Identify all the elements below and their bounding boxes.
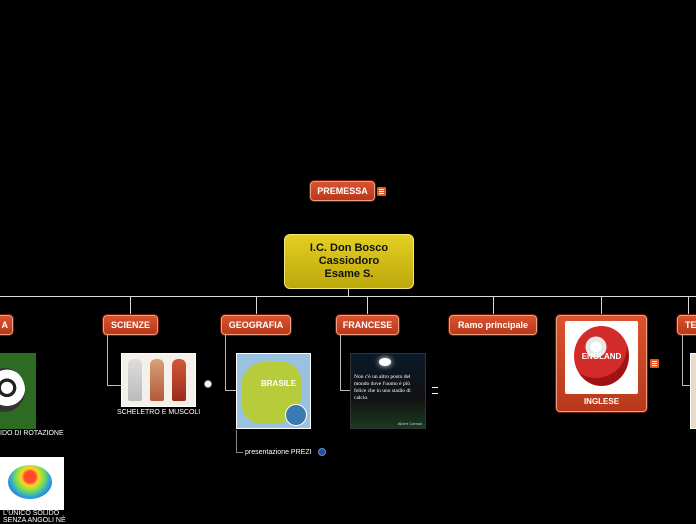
quote-author: Albert Camus xyxy=(397,421,422,426)
muscle-figure xyxy=(150,359,164,401)
topic-francese-label: FRANCESE xyxy=(342,320,393,330)
caption-prezi[interactable]: presentazione PREZI xyxy=(245,449,312,456)
topic-ramo-label: Ramo principale xyxy=(457,320,529,330)
branch-stem xyxy=(130,296,131,315)
root-line-3: Esame S. xyxy=(324,268,374,280)
skeleton-figure xyxy=(128,359,142,401)
topic-matematica-label: A xyxy=(1,320,9,330)
root-connector xyxy=(348,289,349,296)
francese-connector xyxy=(340,335,351,391)
branch-stem xyxy=(688,296,689,315)
football-image xyxy=(0,353,36,429)
branch-stem xyxy=(493,296,494,315)
root-topic[interactable]: I.C. Don Bosco Cassiodoro Esame S. xyxy=(284,234,414,289)
skeleton-image xyxy=(121,353,196,407)
list-icon[interactable] xyxy=(432,387,438,394)
topic-matematica[interactable]: A xyxy=(0,315,13,335)
muscle-figure xyxy=(172,359,186,401)
note-icon[interactable] xyxy=(377,187,386,196)
caption-solido-unico-1: L'UNICO SOLIDO xyxy=(3,510,60,517)
ball-icon xyxy=(574,326,629,386)
topic-inglese[interactable]: ENGLAND INGLESE xyxy=(556,315,647,412)
topic-geografia-label: GEOGRAFIA xyxy=(228,320,284,330)
floodlight xyxy=(379,358,391,366)
topic-geografia[interactable]: GEOGRAFIA xyxy=(221,315,291,335)
globe-icon[interactable] xyxy=(204,380,212,388)
sphere-icon xyxy=(8,465,52,499)
sphere-image xyxy=(0,457,64,510)
main-branch-line xyxy=(0,296,696,297)
topic-ramo-principale[interactable]: Ramo principale xyxy=(449,315,537,335)
topic-premessa-label: PREMESSA xyxy=(317,186,368,196)
brazil-map-image: BRASILE xyxy=(236,353,311,429)
caption-solido-rotazione: IDO DI ROTAZIONE xyxy=(0,430,64,437)
topic-scienze[interactable]: SCIENZE xyxy=(103,315,158,335)
branch-stem xyxy=(256,296,257,315)
topic-francese[interactable]: FRANCESE xyxy=(336,315,399,335)
topic-premessa[interactable]: PREMESSA xyxy=(310,181,375,201)
topic-tecnologia-label: TE xyxy=(685,320,696,330)
note-icon[interactable] xyxy=(650,359,659,368)
root-line-2: Cassiodoro xyxy=(318,255,380,267)
tecnologia-connector xyxy=(682,335,691,386)
branch-stem xyxy=(367,296,368,315)
link-icon[interactable] xyxy=(318,448,326,456)
branch-stem xyxy=(601,296,602,315)
ball-icon xyxy=(0,368,25,412)
topic-tecnologia[interactable]: TE xyxy=(677,315,696,335)
caption-scheletro: SCHELETRO E MUSCOLI xyxy=(117,409,201,416)
england-ball-image: ENGLAND xyxy=(565,321,638,394)
root-line-1: I.C. Don Bosco xyxy=(309,242,389,254)
globe-inset xyxy=(285,404,307,426)
prezi-connector xyxy=(236,430,243,453)
stadium-quote-image: Non c'è un altro posto del mondo dove l'… xyxy=(350,353,426,429)
topic-scienze-label: SCIENZE xyxy=(110,320,150,330)
caption-solido-unico-2: SENZA ANGOLI NÈ xyxy=(3,517,66,524)
geografia-connector xyxy=(225,335,237,391)
tech-image xyxy=(690,353,696,429)
ball-label: ENGLAND xyxy=(581,352,622,361)
map-label: BRASILE xyxy=(261,379,297,388)
topic-inglese-label: INGLESE xyxy=(583,397,620,406)
scienze-connector xyxy=(107,335,121,386)
quote-text: Non c'è un altro posto del mondo dove l'… xyxy=(354,374,411,401)
